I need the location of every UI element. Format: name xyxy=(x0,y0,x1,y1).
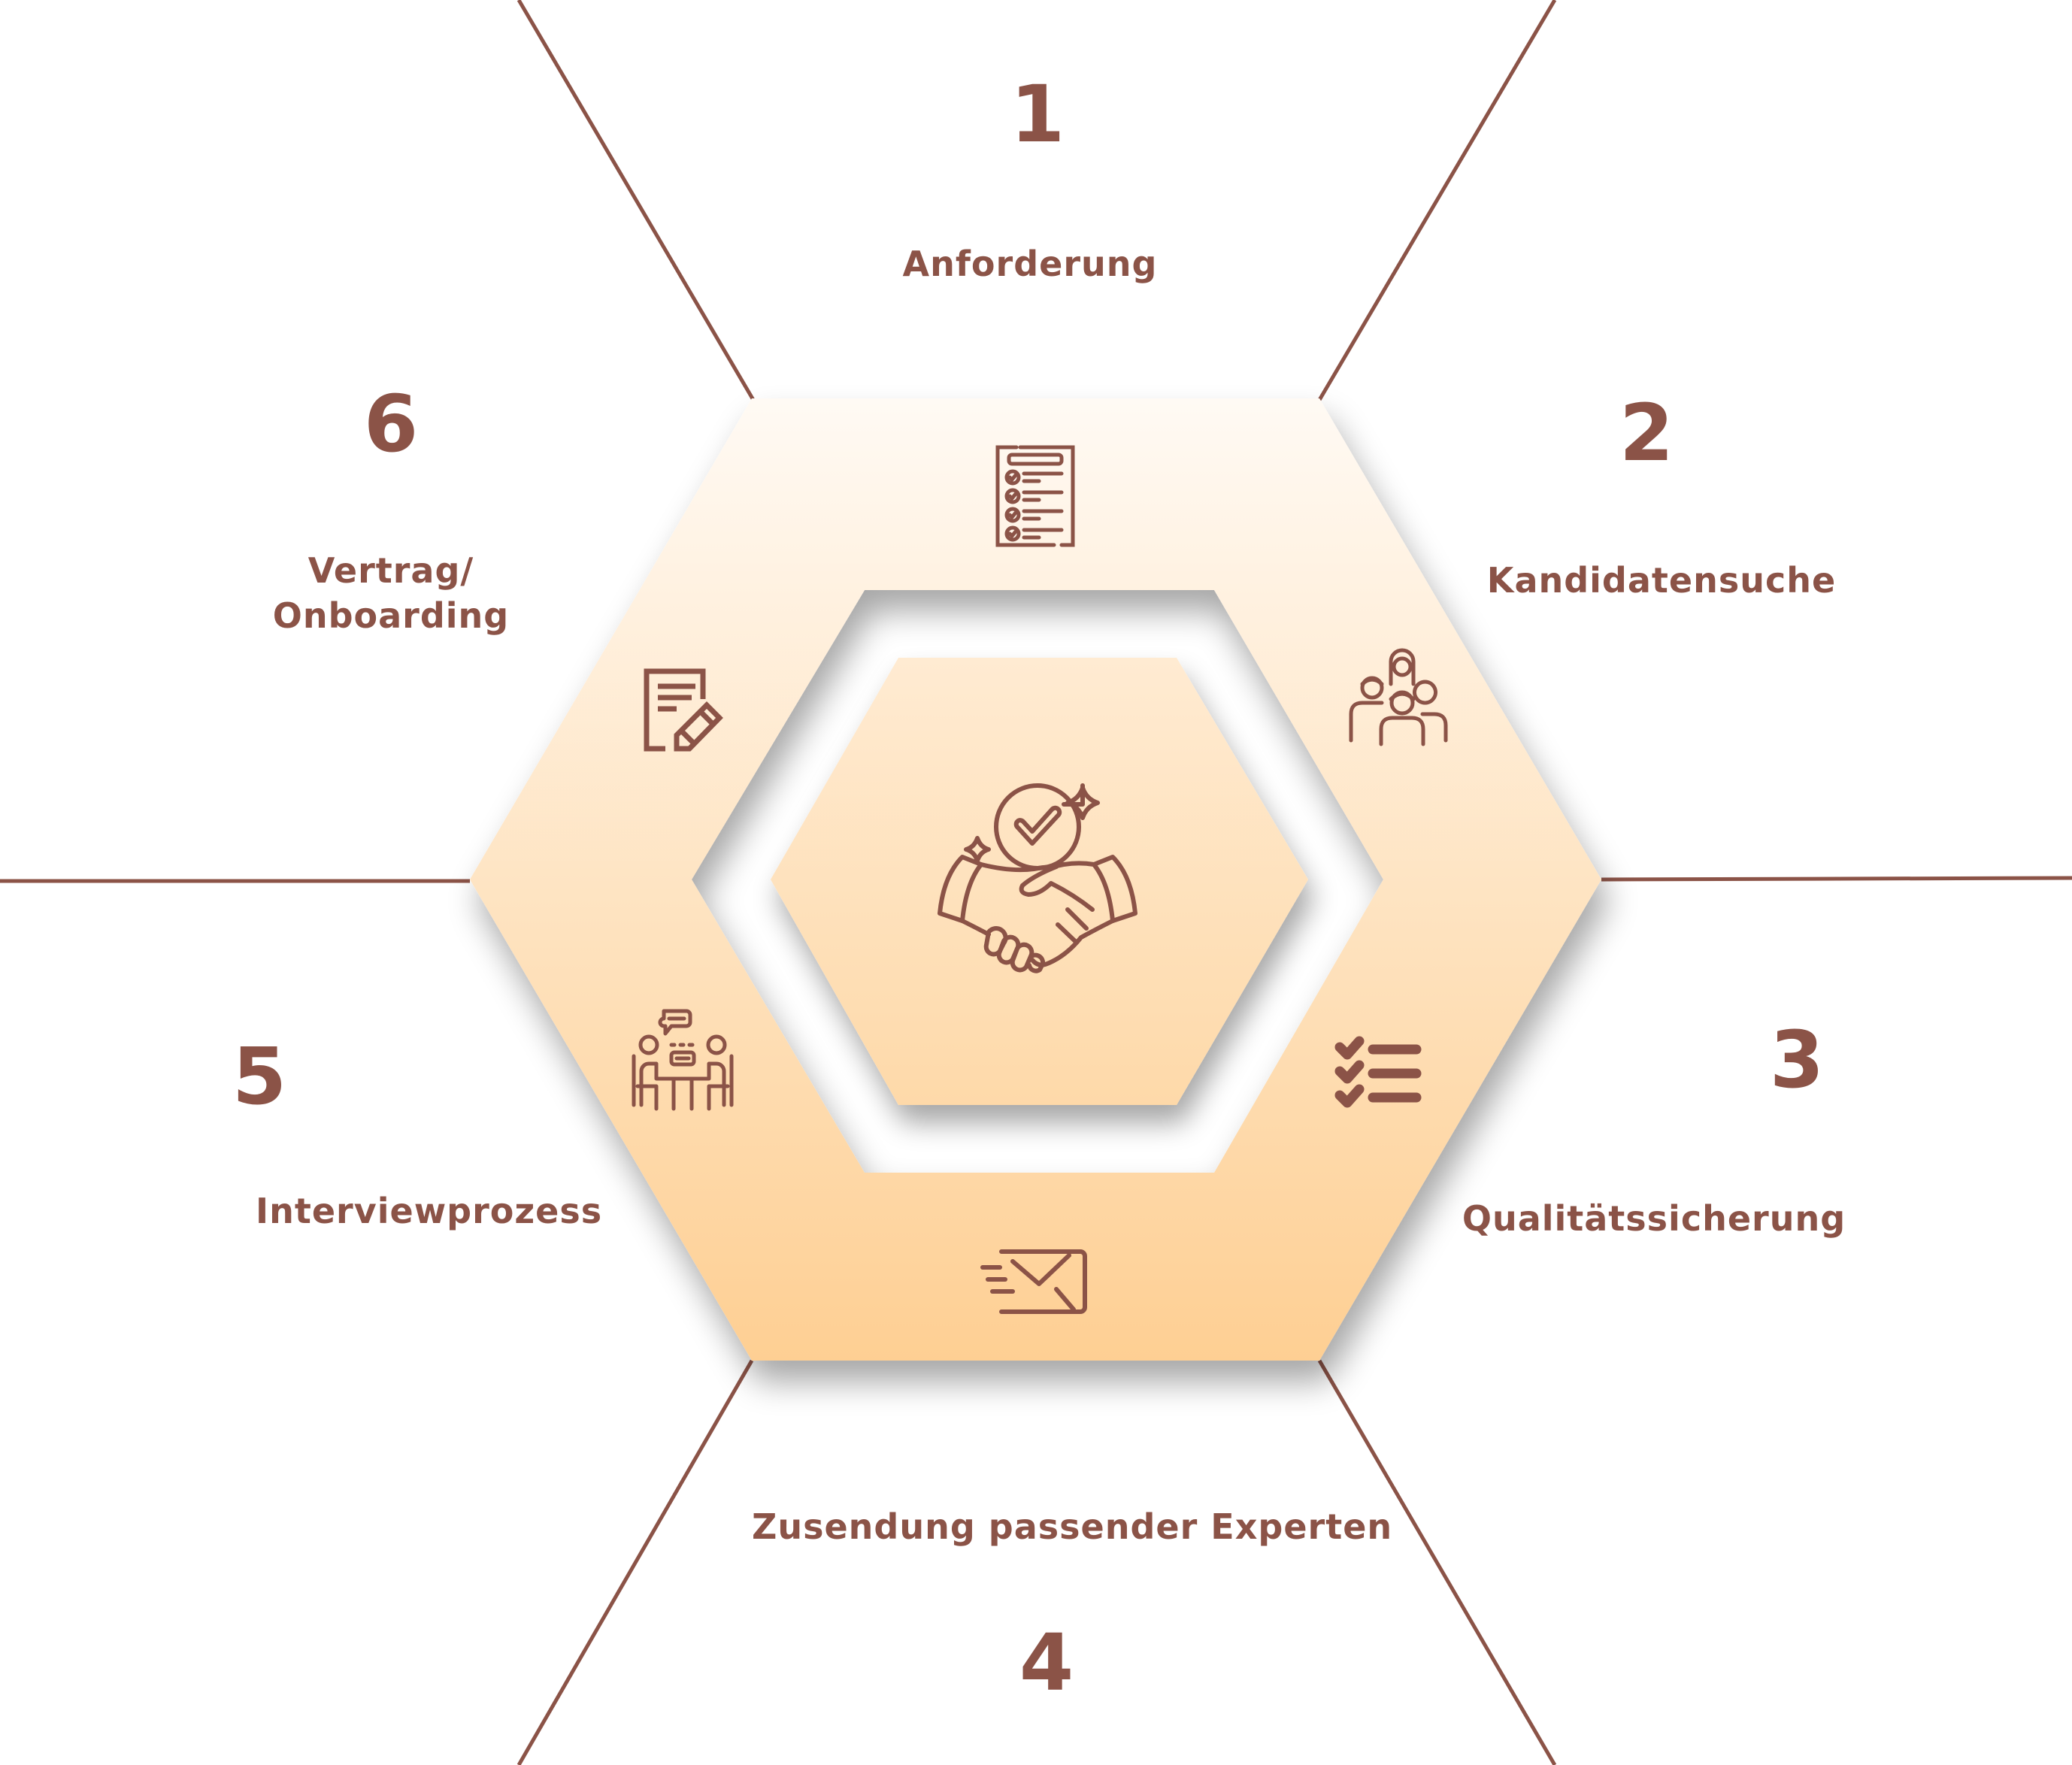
step-2-label: Kandidatensuche xyxy=(1486,560,1837,601)
step-6-label-line1: Vertrag/ xyxy=(307,550,474,591)
divider-top-left xyxy=(516,0,756,401)
step-3-label: Qualitätssicherung xyxy=(1462,1198,1846,1239)
step-1-number: 1 xyxy=(1010,68,1065,160)
checklist-document-icon xyxy=(995,445,1075,547)
center-hexagon xyxy=(771,658,1308,1105)
step-3-number: 3 xyxy=(1769,1014,1825,1106)
interview-meeting-icon xyxy=(632,1009,734,1111)
divider-bottom-right xyxy=(1317,1359,1557,1765)
step-5-label: Interviewprozess xyxy=(256,1191,603,1231)
divider-top-right xyxy=(1317,0,1557,401)
step-2-number: 2 xyxy=(1619,387,1674,479)
step-1-label: Anforderung xyxy=(902,244,1158,284)
contract-edit-icon xyxy=(644,668,723,752)
check-list-icon xyxy=(1334,1036,1422,1108)
handshake-check-icon xyxy=(938,783,1137,973)
step-4-label: Zusendung passender Experten xyxy=(752,1506,1393,1547)
step-6-label-line2: Onboarding xyxy=(272,595,510,636)
step-5-number: 5 xyxy=(232,1031,287,1122)
outer-hexagon-ring xyxy=(470,398,1601,1361)
divider-right xyxy=(1601,876,2072,882)
divider-bottom-left xyxy=(516,1359,754,1765)
people-group-icon xyxy=(1349,648,1448,746)
send-mail-icon xyxy=(980,1249,1087,1314)
step-4-number: 4 xyxy=(1019,1617,1074,1709)
step-6-number: 6 xyxy=(363,378,419,470)
